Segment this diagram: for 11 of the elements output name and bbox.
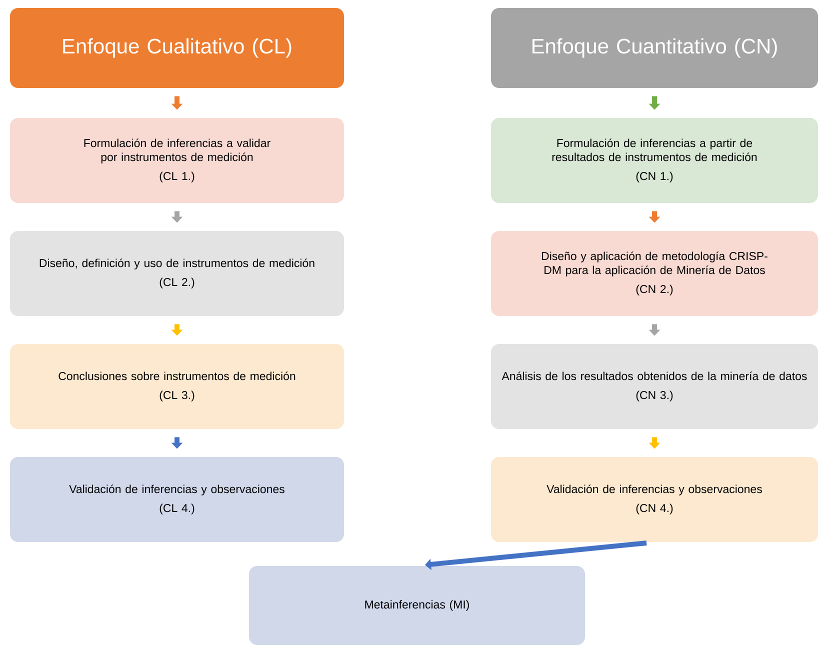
process-box: Diseño, definición y uso de instrumentos de medición (CL 2.) — [10, 231, 344, 316]
process-box: Formulación de inferencias a validar por instrumentos de medición (CL 1.) — [10, 118, 344, 203]
process-box: Validación de inferencias y observaciones (CL 4.) — [10, 457, 344, 542]
process-box: Conclusiones sobre instrumentos de medición (CL 3.) — [10, 344, 344, 429]
process-box: Diseño y aplicación de metodología CRISP-DM para la aplicación de Minería de Datos (CN 2.) — [491, 231, 818, 316]
process-box: Formulación de inferencias a partir de resultados de instrumentos de medición (CN 1.) — [491, 118, 818, 203]
process-box: Análisis de los resultados obtenidos de la minería de datos (CN 3.) — [491, 344, 818, 429]
process-box: Metainferencias (MI) — [249, 566, 585, 645]
heading-box: Enfoque Cualitativo (CL) — [10, 8, 344, 88]
heading-box: Enfoque Cuantitativo (CN) — [491, 8, 818, 88]
process-box: Validación de inferencias y observaciones (CN 4.) — [491, 457, 818, 542]
